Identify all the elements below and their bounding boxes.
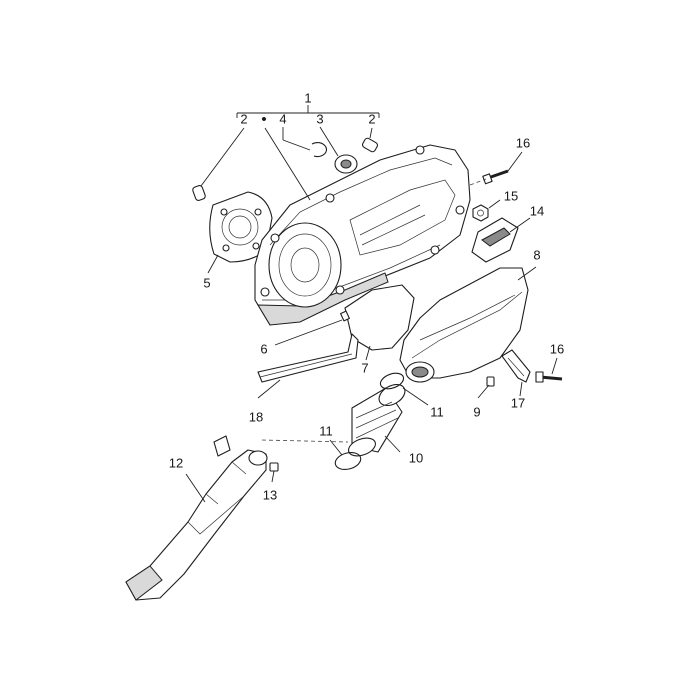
mounting-bracket <box>501 349 531 397</box>
callout-18: 18 <box>249 409 263 424</box>
callout-dot: • <box>261 111 266 128</box>
callout-2-left: 2 <box>240 111 247 126</box>
intake-duct <box>125 435 349 601</box>
callout-7: 7 <box>361 360 368 375</box>
screw-duct <box>269 462 279 483</box>
bolt-top <box>469 151 523 186</box>
callout-13: 13 <box>263 487 277 502</box>
dowel-pin-left <box>192 127 245 201</box>
dowel-pin-right <box>361 127 379 153</box>
callout-10: 10 <box>409 450 423 465</box>
callout-8: 8 <box>533 247 540 262</box>
callout-11-lower: 11 <box>319 423 333 438</box>
screw-small <box>274 310 350 346</box>
callout-6: 6 <box>260 341 267 356</box>
nut <box>472 199 501 222</box>
callout-1: 1 <box>304 90 311 105</box>
badge-plate <box>471 217 531 263</box>
callout-14: 14 <box>530 203 544 218</box>
callout-16-lower: 16 <box>550 341 564 356</box>
gasket <box>344 284 415 361</box>
callout-15: 15 <box>504 188 518 203</box>
screw-airbox <box>477 376 495 399</box>
group-1-bracket <box>236 105 380 118</box>
callout-4: 4 <box>279 111 286 126</box>
hose-clamp-upper <box>379 372 429 406</box>
callout-16-top: 16 <box>516 135 530 150</box>
crankcase-cover <box>254 127 471 326</box>
air-filter-box <box>399 266 537 383</box>
hose-clamp-lower <box>329 439 362 470</box>
l-shaped-hose <box>257 333 359 399</box>
callout-12: 12 <box>169 455 183 470</box>
rubber-bellow <box>348 383 406 457</box>
callout-11-upper: 11 <box>430 404 444 419</box>
callout-2-right: 2 <box>368 111 375 126</box>
cover-plate <box>207 191 273 274</box>
callout-9: 9 <box>473 404 480 419</box>
bearing <box>319 126 358 174</box>
callout-17: 17 <box>511 395 525 410</box>
circlip <box>282 127 327 158</box>
callout-3: 3 <box>316 111 323 126</box>
callout-5: 5 <box>203 275 210 290</box>
bolt-lower <box>535 357 563 383</box>
